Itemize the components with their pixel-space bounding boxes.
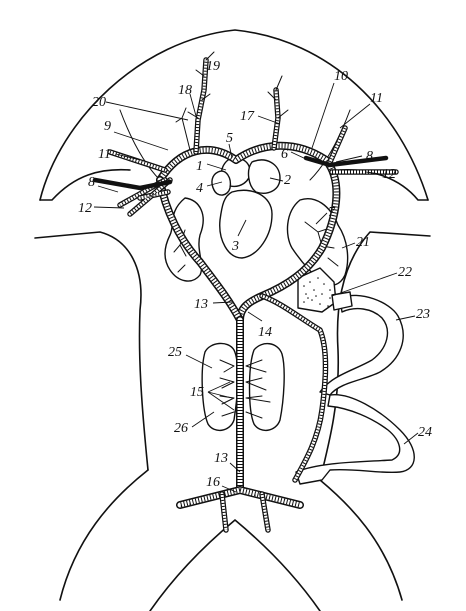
large-intestine-loop [295, 394, 415, 485]
label-18: 18 [178, 83, 192, 98]
leader-lines [93, 82, 419, 493]
label-11-right: 11 [370, 91, 383, 106]
label-2: 2 [284, 173, 291, 188]
label-3: 3 [231, 239, 239, 254]
body-outline [34, 29, 431, 611]
label-12-right: 12 [382, 167, 396, 182]
label-10: 10 [334, 69, 348, 84]
label-20: 20 [92, 95, 106, 110]
label-17: 17 [240, 109, 255, 124]
label-1: 1 [196, 159, 203, 174]
hatch-dots [303, 277, 331, 307]
label-13-upper: 13 [194, 297, 208, 312]
left-pulmonary-vessel [92, 177, 173, 191]
number-labels: 1 2 3 4 5 6 7 8 8 9 10 11 11 12 12 13 13… [78, 59, 432, 490]
right-kidney [248, 343, 285, 431]
gut-organs [295, 267, 415, 485]
label-7: 7 [328, 205, 336, 220]
kidney-branches [219, 359, 271, 419]
kidneys [201, 342, 285, 431]
label-8-left: 8 [88, 175, 95, 190]
right-atrium [211, 170, 232, 196]
label-15: 15 [190, 385, 204, 400]
label-4: 4 [196, 181, 203, 196]
label-16: 16 [206, 475, 220, 490]
label-24: 24 [418, 425, 432, 440]
label-9: 9 [104, 119, 111, 134]
left-atrium [247, 159, 281, 194]
intestine-tube [331, 291, 353, 311]
heart [211, 157, 281, 259]
small-intestine-loop [319, 294, 404, 396]
label-12-left: 12 [78, 201, 92, 216]
label-6: 6 [281, 147, 288, 162]
label-14: 14 [258, 325, 272, 340]
vessel-network [92, 51, 399, 533]
ventricle [219, 189, 273, 259]
label-21: 21 [356, 235, 370, 250]
label-5: 5 [226, 131, 233, 146]
label-11-left: 11 [98, 147, 111, 162]
label-23: 23 [416, 307, 430, 322]
right-pulmonary-vessel [303, 155, 389, 168]
label-13-lower: 13 [214, 451, 228, 466]
label-19: 19 [206, 59, 220, 74]
label-22: 22 [398, 265, 412, 280]
label-26: 26 [174, 421, 188, 436]
label-25: 25 [168, 345, 182, 360]
label-8-right: 8 [366, 149, 373, 164]
